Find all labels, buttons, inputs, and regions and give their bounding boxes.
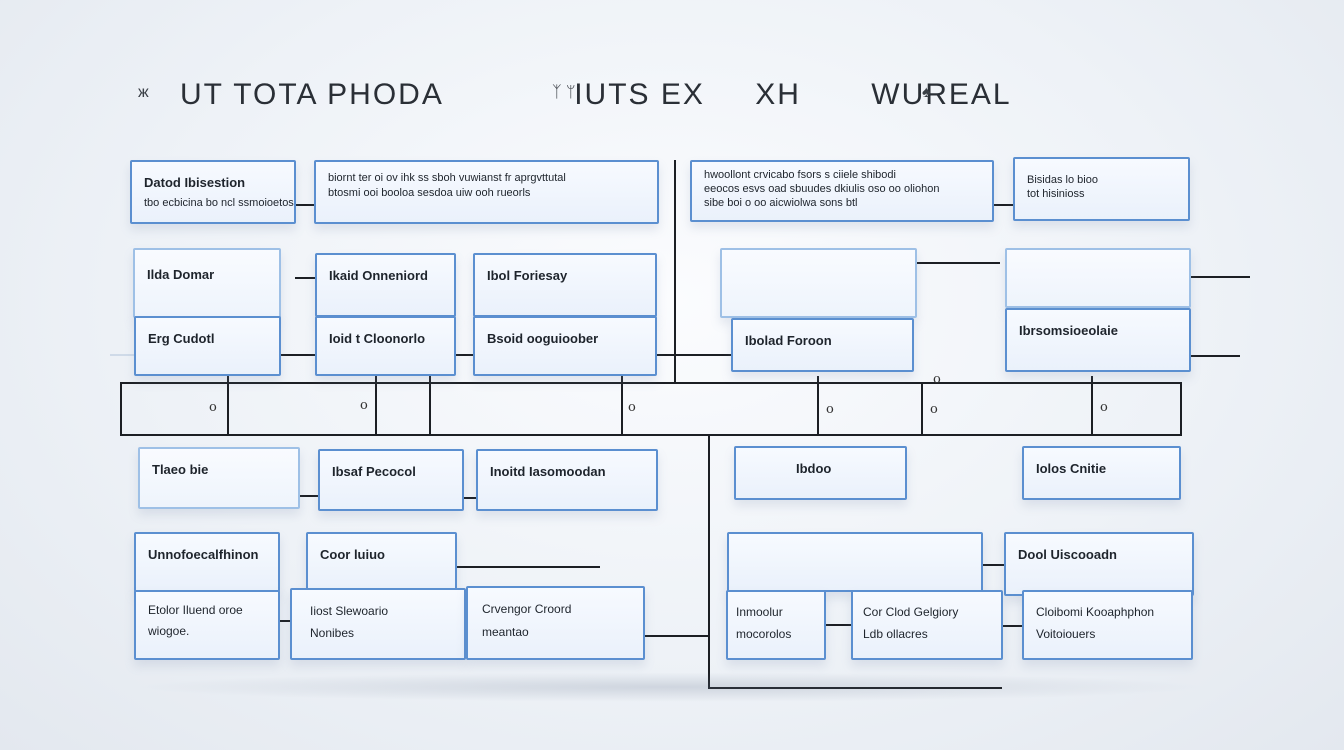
bus-node: o [1100,400,1108,415]
bus-node: o [209,400,217,415]
box-unnofoecalfhinon: Unnofoecalfhinon [134,532,280,592]
box-line: tot hisinioss [1027,188,1085,201]
bus-rect [120,382,1182,436]
box-line: Ldb ollacres [863,626,928,641]
title-part-1: UT TOTA PHODA [180,78,444,111]
box-line: Voitoiouers [1036,626,1096,641]
box-line: meantao [482,624,529,639]
box-line: Cloibomi Kooaphphon [1036,605,1155,619]
box-line: Nonibes [310,626,355,641]
box-line: Iiost Slewoario [310,604,389,618]
bus-node: o [826,402,834,417]
box-description-left: biornt ter oi ov ihk ss sboh vuwianst fr… [314,160,659,224]
bus-node: o [360,398,368,413]
box-line: biornt ter oi ov ihk ss sboh vuwianst fr… [328,172,566,184]
title-part-3: XH [755,78,801,111]
title-part-2: IUTS EX [574,78,705,111]
box-iolos-cnitie: Iolos Cnitie [1022,446,1181,500]
box-line: Crvengor Croord [482,602,572,616]
box-line: mocorolos [736,626,792,641]
box-tlaeo-bie: Tlaeo bie [138,447,300,509]
box-dool-uiscooadn: Dool Uiscooadn [1004,532,1194,596]
box-ibol-foriesay: Ibol Foriesay [473,253,657,317]
box-ibrsomsioeolaie: Ibrsomsioeolaie [1005,308,1191,372]
box-ibdoo: Ibdoo [734,446,907,500]
title-glyph-mid: ᛉ ᛘ [552,84,576,101]
box-coor-luiuo: Coor luiuo [306,532,457,592]
box-subtitle: tbo ecbicina bo ncl ssmoioetos [144,197,294,210]
diagram-title: UT TOTA PHODA IUTS EX XH WUREAL [180,78,1052,112]
box-etolor-iluend: Etolor Iluend oroe wiogoe. [134,590,280,660]
box-ilda-domar: Ilda Domar [133,248,281,318]
box-ioid-cloonorlo: Ioid t Cloonorlo [315,316,456,376]
box-ibolad-foroon: Ibolad Foroon [731,318,914,372]
bus-node: o [933,372,941,387]
bus-node: o [628,400,636,415]
box-iiost-slewoario: Iiost Slewoario Nonibes [290,588,466,660]
box-empty-center [720,248,917,318]
box-ibsaf-pecocol: Ibsaf Pecocol [318,449,464,511]
box-line: eeocos esvs oad sbuudes dkiulis oso oo o… [704,182,940,195]
box-line: sibe boi o oo aicwiolwa sons btl [704,196,858,209]
box-line: Cor Clod Gelgiory [863,605,959,619]
box-empty-right [1005,248,1191,308]
box-bisidas: Bisidas lo bioo tot hisinioss [1013,157,1190,221]
title-part-4: WUREAL [871,78,1012,111]
box-data-ibisestion: Datod Ibisestion tbo ecbicina bo ncl ssm… [130,160,296,224]
box-inoitd-iasomoodan: Inoitd Iasomoodan [476,449,658,511]
box-ikaid-onneniord: Ikaid Onneniord [315,253,456,317]
box-empty-lower-center [727,532,983,592]
box-cloibomi-kooaphphon: Cloibomi Kooaphphon Voitoiouers [1022,590,1193,660]
box-crvengor-croord: Crvengor Croord meantao [466,586,645,660]
box-inmoolur: Inmoolur mocorolos [726,590,826,660]
box-line: Etolor Iluend oroe [148,603,243,617]
box-title: Datod Ibisestion [144,175,246,190]
box-line: Inmoolur [736,605,783,619]
box-line: wiogoe. [148,624,190,638]
box-description-right: hwoollont crvicabo fsors s ciiele shibod… [690,160,994,222]
box-line: hwoollont crvicabo fsors s ciiele shibod… [704,169,896,181]
box-bsoid-ooguioober: Bsoid ooguioober [473,316,657,376]
box-erg-cudotl: Erg Cudotl [134,316,281,376]
box-line: btosmi ooi booloa sesdoa uiw ooh rueorls [328,186,531,199]
box-line: Bisidas lo bioo [1027,174,1098,186]
bus-node: o [930,402,938,417]
floor-shadow [130,672,1210,702]
box-cor-clod-gelgiory: Cor Clod Gelgiory Ldb ollacres [851,590,1003,660]
title-glyph-left: ж [138,84,149,101]
title-glyph-right: ♠ [922,84,931,101]
